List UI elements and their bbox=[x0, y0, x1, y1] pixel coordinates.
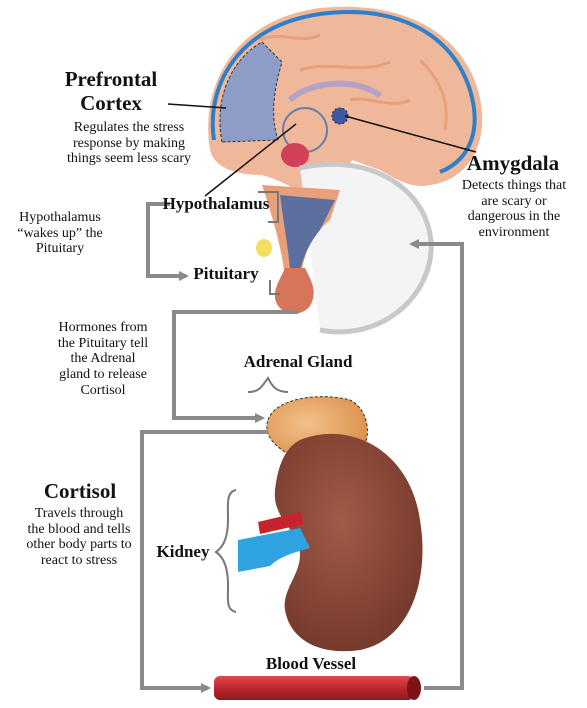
pituitary-gland bbox=[274, 268, 314, 314]
cortisol-description: Travels through the blood and tells othe… bbox=[26, 506, 132, 569]
amygdala-pointer bbox=[344, 115, 477, 153]
kidney-bracket bbox=[214, 489, 237, 613]
hypothalamus-label: Hypothalamus bbox=[162, 194, 270, 213]
renal-vein bbox=[238, 528, 310, 572]
prefrontal-pointer bbox=[167, 103, 227, 109]
pituitary-to-adrenal-arrow bbox=[172, 310, 298, 423]
adrenal-gland-label: Adrenal Gland bbox=[243, 352, 353, 371]
vessel-to-brain-arrow bbox=[409, 239, 464, 690]
hypothalamus-to-pituitary-arrow bbox=[146, 202, 189, 281]
adrenal-to-vessel-arrow bbox=[140, 430, 268, 693]
prefrontal-description: Regulates the stress response by making … bbox=[66, 120, 192, 167]
blood-vessel-illustration bbox=[214, 676, 421, 700]
hypothalamus-blue bbox=[280, 195, 335, 270]
brain-folds bbox=[259, 33, 448, 131]
prefrontal-title: Prefrontal Cortex bbox=[64, 67, 158, 115]
adrenal-bracket bbox=[247, 376, 289, 393]
hypothalamus-bracket-line bbox=[258, 191, 279, 223]
adrenal-kidney-illustration bbox=[238, 396, 423, 652]
amygdala-region bbox=[331, 107, 349, 125]
blood-vessel-label: Blood Vessel bbox=[265, 654, 357, 673]
renal-artery bbox=[258, 512, 304, 534]
hypothalamus-description: Hypothalamus “wakes up” the Pituitary bbox=[17, 210, 103, 257]
kidney-shape bbox=[274, 433, 423, 652]
hormones-description: Hormones from the Pituitary tell the Adr… bbox=[57, 320, 149, 398]
cortisol-title: Cortisol bbox=[43, 479, 117, 503]
brain-illustration bbox=[208, 6, 483, 205]
kidney-label: Kidney bbox=[156, 542, 210, 561]
yellow-nucleus bbox=[256, 239, 272, 257]
hypothalamus-pointer bbox=[204, 123, 297, 197]
amygdala-title: Amygdala bbox=[466, 151, 560, 175]
pituitary-magnified bbox=[256, 161, 434, 335]
cortex-outline bbox=[210, 10, 477, 174]
brainstem bbox=[281, 143, 309, 167]
corpus-callosum bbox=[287, 80, 383, 103]
prefrontal-region bbox=[219, 41, 283, 143]
pituitary-bracket-line bbox=[269, 280, 280, 295]
pituitary-label: Pituitary bbox=[193, 264, 259, 283]
amygdala-description: Detects things that are scary or dangero… bbox=[461, 178, 567, 241]
